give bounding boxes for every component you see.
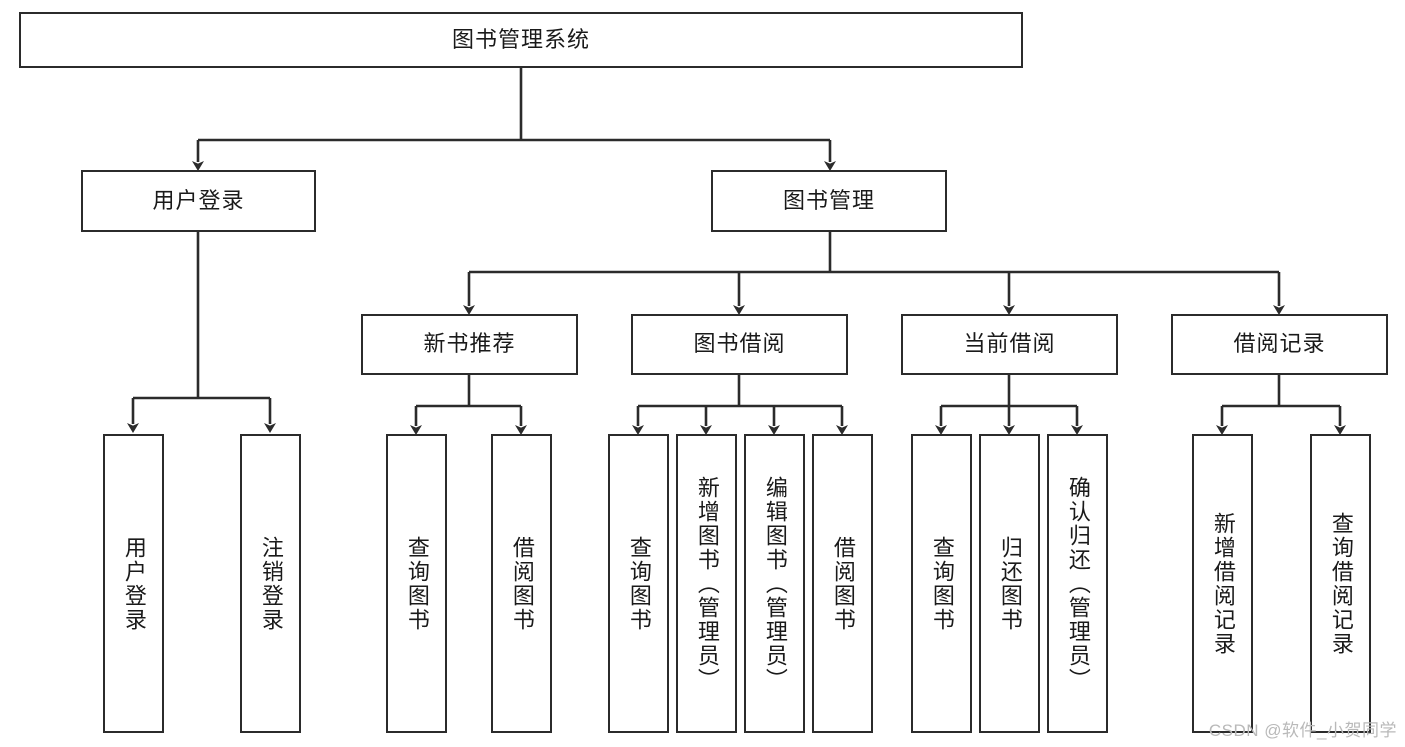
node-borrow-record[interactable]: 借阅记录 xyxy=(1171,314,1388,375)
node-new-book-recommend-label: 新书推荐 xyxy=(423,331,516,357)
node-book-borrow[interactable]: 图书借阅 xyxy=(631,314,848,375)
leaf-new-book-1[interactable]: 查询图书 xyxy=(386,434,447,733)
leaf-book-borrow-2-label: 新增图书（管理员） xyxy=(694,475,720,692)
leaf-book-borrow-1-label: 查询图书 xyxy=(626,535,652,632)
leaf-borrow-record-2-label: 查询借阅记录 xyxy=(1328,511,1354,656)
node-current-borrow-label: 当前借阅 xyxy=(963,331,1056,357)
leaf-borrow-record-2[interactable]: 查询借阅记录 xyxy=(1310,434,1371,733)
node-root-label: 图书管理系统 xyxy=(451,26,590,52)
leaf-user-login-1[interactable]: 用户登录 xyxy=(103,434,164,733)
leaf-current-borrow-2[interactable]: 归还图书 xyxy=(979,434,1040,733)
leaf-new-book-2[interactable]: 借阅图书 xyxy=(491,434,552,733)
node-book-manage-label: 图书管理 xyxy=(782,187,875,213)
watermark-text: CSDN @软件_小贺同学 xyxy=(1208,721,1397,740)
leaf-book-borrow-3[interactable]: 编辑图书（管理员） xyxy=(744,434,805,733)
leaf-current-borrow-3-label: 确认归还（管理员） xyxy=(1065,475,1091,692)
leaf-user-login-2-label: 注销登录 xyxy=(258,535,284,632)
leaf-borrow-record-1[interactable]: 新增借阅记录 xyxy=(1192,434,1253,733)
node-book-borrow-label: 图书借阅 xyxy=(693,331,786,357)
leaf-current-borrow-3[interactable]: 确认归还（管理员） xyxy=(1047,434,1108,733)
leaf-book-borrow-4-label: 借阅图书 xyxy=(830,535,856,632)
leaf-new-book-2-label: 借阅图书 xyxy=(509,535,535,632)
leaf-current-borrow-1-label: 查询图书 xyxy=(929,535,955,632)
leaf-new-book-1-label: 查询图书 xyxy=(404,535,430,632)
leaf-user-login-2[interactable]: 注销登录 xyxy=(240,434,301,733)
node-new-book-recommend[interactable]: 新书推荐 xyxy=(361,314,578,375)
leaf-borrow-record-1-label: 新增借阅记录 xyxy=(1210,511,1236,656)
leaf-current-borrow-2-label: 归还图书 xyxy=(997,535,1023,632)
leaf-book-borrow-4[interactable]: 借阅图书 xyxy=(812,434,873,733)
leaf-current-borrow-1[interactable]: 查询图书 xyxy=(911,434,972,733)
leaf-book-borrow-2[interactable]: 新增图书（管理员） xyxy=(676,434,737,733)
node-current-borrow[interactable]: 当前借阅 xyxy=(901,314,1118,375)
node-user-login[interactable]: 用户登录 xyxy=(81,170,316,232)
leaf-user-login-1-label: 用户登录 xyxy=(121,535,147,632)
node-user-login-label: 用户登录 xyxy=(152,187,245,213)
leaf-book-borrow-3-label: 编辑图书（管理员） xyxy=(762,475,788,692)
node-book-manage[interactable]: 图书管理 xyxy=(711,170,947,232)
node-root[interactable]: 图书管理系统 xyxy=(19,12,1023,68)
leaf-book-borrow-1[interactable]: 查询图书 xyxy=(608,434,669,733)
node-borrow-record-label: 借阅记录 xyxy=(1233,331,1326,357)
